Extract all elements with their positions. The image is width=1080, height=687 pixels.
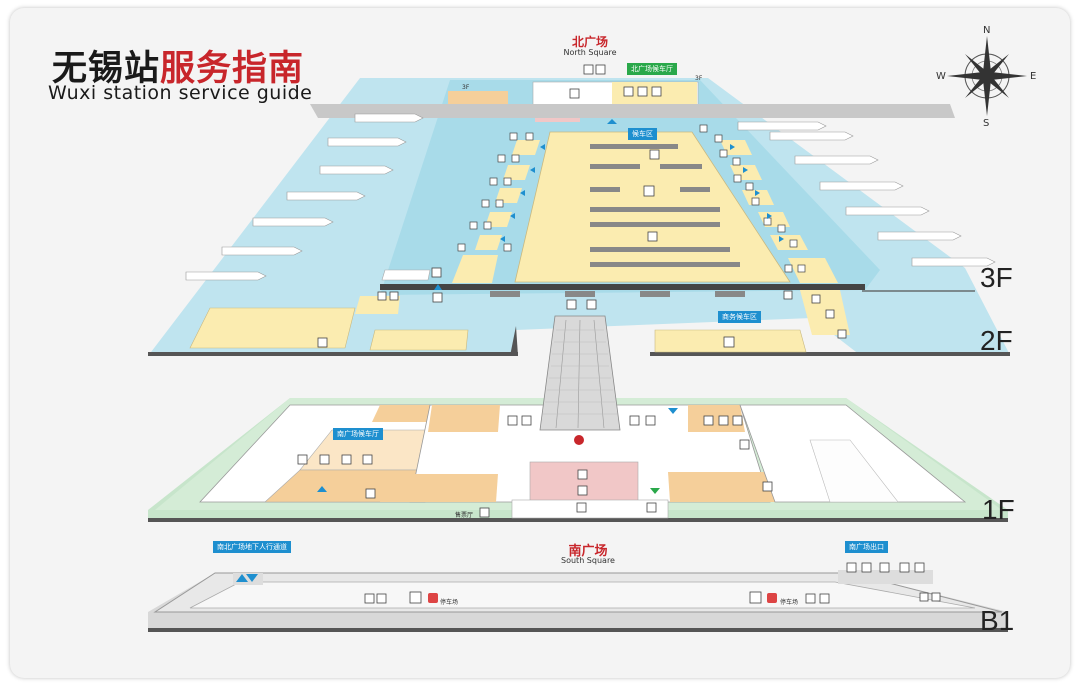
tag-south-passage: 南北广场地下人行通道 — [213, 541, 291, 553]
b1-level — [148, 570, 1008, 632]
b1-icons — [236, 562, 941, 604]
1f-icons — [297, 408, 773, 518]
south-square-label-en: South Square — [561, 556, 615, 565]
floor-label-2f: 2F — [980, 325, 1013, 356]
floor-label-1f: 1F — [982, 494, 1015, 525]
title-service-guide: 服务指南 — [160, 49, 305, 89]
parking-label-right: 停车场 — [780, 599, 799, 606]
tag-south-hall: 南广场候车厅 — [333, 428, 383, 440]
map-title: 无锡站服务指南 — [52, 40, 304, 91]
compass-east: E — [1030, 71, 1037, 82]
tag-business-waiting: 商务候车区 — [718, 311, 761, 323]
2f-3f-level — [148, 78, 1010, 356]
north-square-label-en: North Square — [563, 48, 617, 57]
map-title-english: Wuxi station service guide — [48, 82, 313, 104]
ticket-hall-label: 售票厅 — [455, 512, 474, 519]
compass-west: W — [936, 71, 946, 82]
title-station: 无锡站 — [52, 49, 161, 89]
south-square-label: 南广场 — [568, 544, 608, 559]
compass-rose — [947, 36, 1027, 116]
upper-icons — [317, 64, 847, 348]
parking-label-left: 停车场 — [440, 599, 459, 606]
floor-label-b1: B1 — [980, 605, 1015, 636]
small-label-3f-left: 3F — [462, 84, 470, 91]
north-square-label: 北广场 — [571, 35, 608, 49]
compass-north: N — [983, 25, 991, 36]
small-label-3f-right: 3F — [695, 75, 703, 82]
tag-north-hall: 北广场候车厅 — [627, 63, 677, 75]
tag-south-exit: 南广场出口 — [845, 541, 888, 553]
compass-south: S — [983, 118, 990, 129]
escalator — [539, 315, 621, 431]
trains — [185, 113, 996, 281]
floor-label-3f: 3F — [980, 262, 1013, 293]
tag-waiting-area: 候车区 — [628, 128, 657, 140]
